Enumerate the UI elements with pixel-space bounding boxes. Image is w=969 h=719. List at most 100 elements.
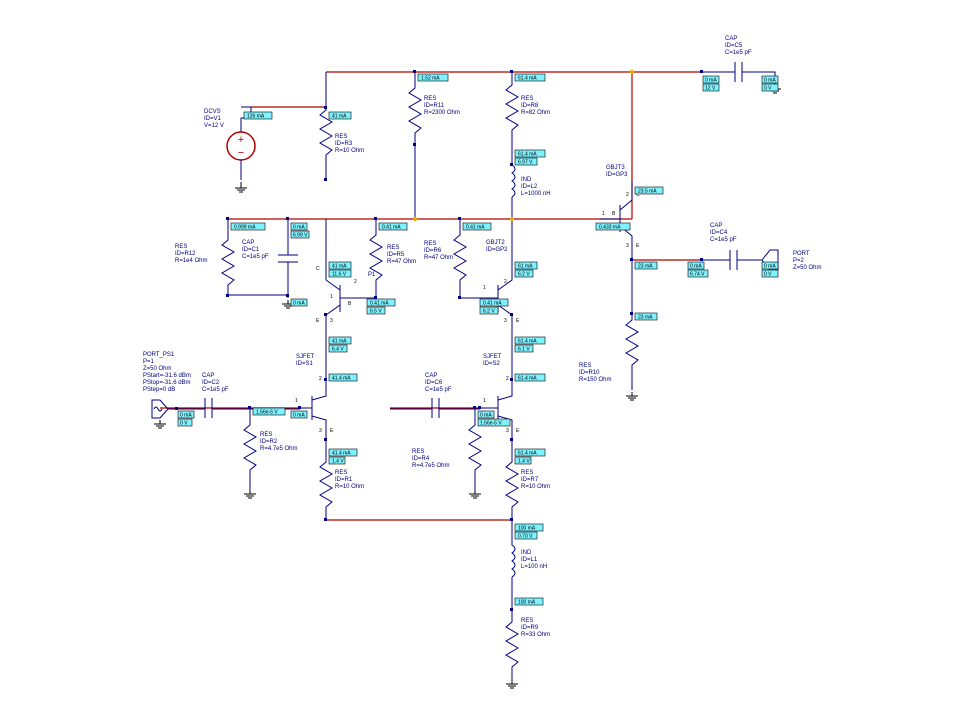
svg-text:SJFET: SJFET — [483, 354, 502, 360]
svg-text:CAP: CAP — [725, 36, 737, 42]
annotation-box: 1.52 mA — [417, 73, 449, 82]
svg-text:11.6 V: 11.6 V — [332, 272, 347, 278]
svg-text:61.4 mA: 61.4 mA — [518, 76, 537, 82]
svg-text:PStep=0 dB: PStep=0 dB — [143, 387, 175, 393]
label-ind-l1: IND ID=L1 L=100 nH — [521, 550, 547, 570]
svg-text:C=1e5 pF: C=1e5 pF — [710, 237, 737, 243]
svg-text:6.99 V: 6.99 V — [293, 233, 308, 239]
label-sjfet-s2: SJFET ID=S2 — [483, 354, 502, 367]
svg-text:ID=R11: ID=R11 — [424, 103, 445, 109]
ground-icon — [235, 182, 247, 193]
svg-text:1: 1 — [483, 398, 486, 404]
svg-text:ID=L2: ID=L2 — [521, 184, 538, 190]
annotation-box: 6.99 V — [290, 230, 310, 239]
svg-text:61.4 mA: 61.4 mA — [518, 152, 537, 158]
label-ind-l2: IND ID=L2 L=1000 nH — [521, 177, 551, 197]
label-res-r2: RES ID=R2 R=4.7e5 Ohm — [260, 432, 298, 452]
annotation-box: 0 mA — [477, 410, 495, 419]
svg-text:126 mA: 126 mA — [247, 114, 265, 120]
svg-text:1: 1 — [295, 398, 298, 404]
svg-text:ID=C2: ID=C2 — [202, 380, 220, 386]
svg-text:0 V: 0 V — [764, 272, 772, 278]
svg-text:C=1e5 pF: C=1e5 pF — [425, 387, 452, 393]
svg-text:RES: RES — [521, 618, 533, 624]
label-cap-c2: CAP ID=C2 C=1e5 pF — [202, 373, 229, 393]
svg-text:ID=C5: ID=C5 — [725, 43, 743, 49]
svg-text:41 mA: 41 mA — [332, 264, 347, 270]
svg-text:R=10 Ohm: R=10 Ohm — [335, 484, 364, 490]
annotation-box: 6.2 V — [479, 306, 499, 315]
source-plus-symbol: + — [238, 134, 244, 146]
annotation-box: 6.2 V — [514, 269, 534, 278]
label-sjfet-s1: SJFET ID=S1 — [296, 354, 315, 367]
svg-text:41 mA: 41 mA — [332, 339, 347, 345]
ground-icon — [469, 490, 481, 499]
svg-text:R=4.7e5 Ohm: R=4.7e5 Ohm — [412, 463, 450, 469]
svg-text:L=1000 nH: L=1000 nH — [521, 191, 551, 197]
label-res-r5: RES ID=R5 R=47 Ohm — [387, 245, 416, 265]
svg-text:0.41 mA: 0.41 mA — [370, 301, 389, 307]
component-lines — [151, 62, 779, 680]
ground-symbols — [154, 85, 781, 689]
label-gbjt3: GBJT3 ID=GP3 — [606, 165, 628, 178]
annotation-box: 100 mA — [514, 523, 544, 532]
svg-text:RES: RES — [521, 470, 533, 476]
annotation-box: 41.4 mA — [328, 448, 358, 457]
svg-text:6.97 V: 6.97 V — [518, 160, 533, 166]
svg-text:23.5 mA: 23.5 mA — [638, 189, 657, 195]
annotation-box: 0.41 mA — [462, 222, 492, 231]
annotation-box: 0 mA — [290, 222, 308, 231]
annotation-box: 23 mA — [634, 261, 658, 270]
svg-text:ID=GP2: ID=GP2 — [486, 247, 508, 253]
terminal-markers — [175, 70, 703, 611]
label-cap-c6: CAP ID=C6 C=1e5 pF — [425, 373, 452, 393]
svg-text:RES: RES — [424, 96, 436, 102]
label-res-r1: RES ID=R1 R=10 Ohm — [335, 470, 364, 490]
svg-text:1: 1 — [483, 285, 486, 291]
annotation-box: 0 mA — [290, 410, 308, 419]
label-gbjt2: GBJT2 ID=GP2 — [486, 240, 508, 253]
svg-text:3: 3 — [319, 428, 322, 434]
svg-text:ID=R4: ID=R4 — [412, 456, 430, 462]
svg-text:RES: RES — [335, 470, 347, 476]
annotation-box: 11.6 V — [328, 269, 352, 278]
svg-text:C=1e5 pF: C=1e5 pF — [725, 50, 752, 56]
svg-text:RES: RES — [521, 96, 533, 102]
annotation-box: 1.4 V — [514, 456, 532, 465]
annotation-box: 1.56e-5 V — [477, 418, 511, 427]
svg-text:C=1e5 pF: C=1e5 pF — [202, 387, 229, 393]
svg-text:41.4 mA: 41.4 mA — [332, 451, 351, 457]
svg-text:6.5 V: 6.5 V — [370, 309, 382, 315]
svg-text:0.41 mA: 0.41 mA — [382, 225, 401, 231]
annotation-box: 61.4 mA — [514, 448, 546, 457]
svg-text:ID=R9: ID=R9 — [521, 625, 539, 631]
svg-text:0.41 mA: 0.41 mA — [466, 225, 485, 231]
svg-text:R=47 Ohm: R=47 Ohm — [387, 259, 416, 265]
annotation-box: 0 mA — [761, 261, 779, 270]
svg-text:PORT_PS1: PORT_PS1 — [143, 352, 175, 358]
svg-text:R=82 Ohm: R=82 Ohm — [521, 110, 550, 116]
annotation-box: 6.97 V — [514, 157, 538, 166]
svg-text:RES: RES — [175, 244, 187, 250]
svg-text:0 V: 0 V — [180, 421, 188, 427]
svg-text:C: C — [316, 266, 320, 272]
svg-text:RES: RES — [335, 134, 347, 140]
label-port-p2: PORT P=2 Z=50 Ohm — [793, 251, 822, 271]
svg-text:0 mA: 0 mA — [690, 264, 702, 270]
svg-text:RES: RES — [412, 449, 424, 455]
svg-text:R=33 Ohm: R=33 Ohm — [521, 632, 550, 638]
annotation-box: 0 mA — [702, 75, 720, 84]
svg-text:RES: RES — [387, 245, 399, 251]
svg-text:2: 2 — [354, 279, 357, 285]
svg-text:1.4 V: 1.4 V — [518, 459, 530, 465]
svg-text:41.4 mA: 41.4 mA — [332, 376, 351, 382]
svg-text:R=10 Ohm: R=10 Ohm — [521, 484, 550, 490]
svg-text:23 mA: 23 mA — [638, 264, 653, 270]
svg-text:CAP: CAP — [425, 373, 437, 379]
svg-text:CAP: CAP — [242, 240, 254, 246]
svg-text:ID=R3: ID=R3 — [335, 141, 353, 147]
svg-text:ID=R10: ID=R10 — [579, 370, 600, 376]
ground-icon — [154, 420, 166, 429]
component-labels: CAP ID=C5 C=1e5 pF DCVS ID=V1 V=12 V RES… — [143, 36, 822, 638]
label-res-r4: RES ID=R4 R=4.7e5 Ohm — [412, 449, 450, 469]
